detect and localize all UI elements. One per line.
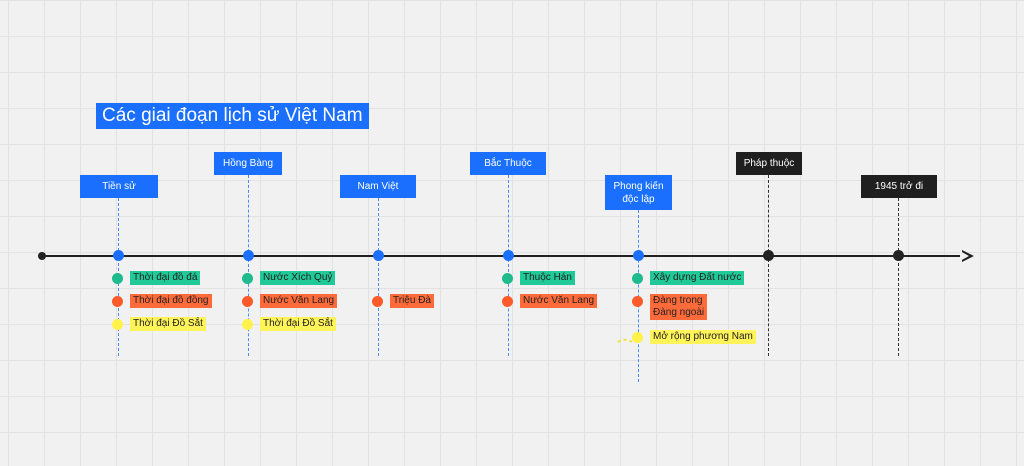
- item-dot: [502, 296, 513, 307]
- milestone-label[interactable]: Hồng Bàng: [214, 152, 282, 175]
- pen-scribble-icon: [617, 338, 643, 344]
- item-dot: [242, 319, 253, 330]
- item-sticky-note[interactable]: Triệu Đà: [390, 294, 434, 308]
- milestone-stem: [248, 175, 249, 356]
- item-sticky-note[interactable]: Thời đại đồ đá: [130, 271, 201, 285]
- milestone-node[interactable]: [633, 250, 644, 261]
- item-sticky-note[interactable]: Thời đại Đồ Sắt: [130, 317, 206, 331]
- milestone-label[interactable]: Bắc Thuộc: [470, 152, 546, 175]
- milestone-label[interactable]: Tiền sử: [80, 175, 158, 198]
- milestone-node[interactable]: [893, 250, 904, 261]
- page-title[interactable]: Các giai đoạn lịch sử Việt Nam: [96, 103, 369, 129]
- item-sticky-note[interactable]: Thời đại Đồ Sắt: [260, 317, 336, 331]
- item-dot: [242, 296, 253, 307]
- item-dot: [632, 273, 643, 284]
- timeline-start-dot: [38, 252, 46, 260]
- milestone-node[interactable]: [243, 250, 254, 261]
- milestone-stem: [508, 175, 509, 356]
- item-dot: [372, 296, 383, 307]
- item-dot: [112, 296, 123, 307]
- item-dot: [242, 273, 253, 284]
- item-dot: [632, 332, 643, 343]
- item-sticky-note[interactable]: Mở rộng phương Nam: [650, 330, 756, 344]
- item-dot: [632, 296, 643, 307]
- item-dot: [502, 273, 513, 284]
- milestone-label[interactable]: 1945 trở đi: [861, 175, 937, 198]
- milestone-node[interactable]: [763, 250, 774, 261]
- item-dot: [112, 319, 123, 330]
- item-sticky-note[interactable]: Nước Xích Quỷ: [260, 271, 336, 285]
- milestone-label[interactable]: Nam Việt: [340, 175, 416, 198]
- milestone-stem: [768, 175, 769, 356]
- milestone-stem: [898, 198, 899, 356]
- item-sticky-note[interactable]: Nước Văn Lang: [260, 294, 338, 308]
- milestone-stem: [378, 198, 379, 356]
- arrow-head-inner: [960, 251, 969, 261]
- item-sticky-note[interactable]: Thuộc Hán: [520, 271, 575, 285]
- milestone-label[interactable]: Pháp thuộc: [736, 152, 802, 175]
- milestone-node[interactable]: [113, 250, 124, 261]
- item-dot: [112, 273, 123, 284]
- item-sticky-note[interactable]: Thời đại đồ đồng: [130, 294, 212, 308]
- milestone-node[interactable]: [373, 250, 384, 261]
- item-sticky-note[interactable]: Nước Văn Lang: [520, 294, 598, 308]
- milestone-label[interactable]: Phong kiến độc lập: [605, 175, 672, 210]
- milestone-node[interactable]: [503, 250, 514, 261]
- item-sticky-note[interactable]: Xây dựng Đất nước: [650, 271, 745, 285]
